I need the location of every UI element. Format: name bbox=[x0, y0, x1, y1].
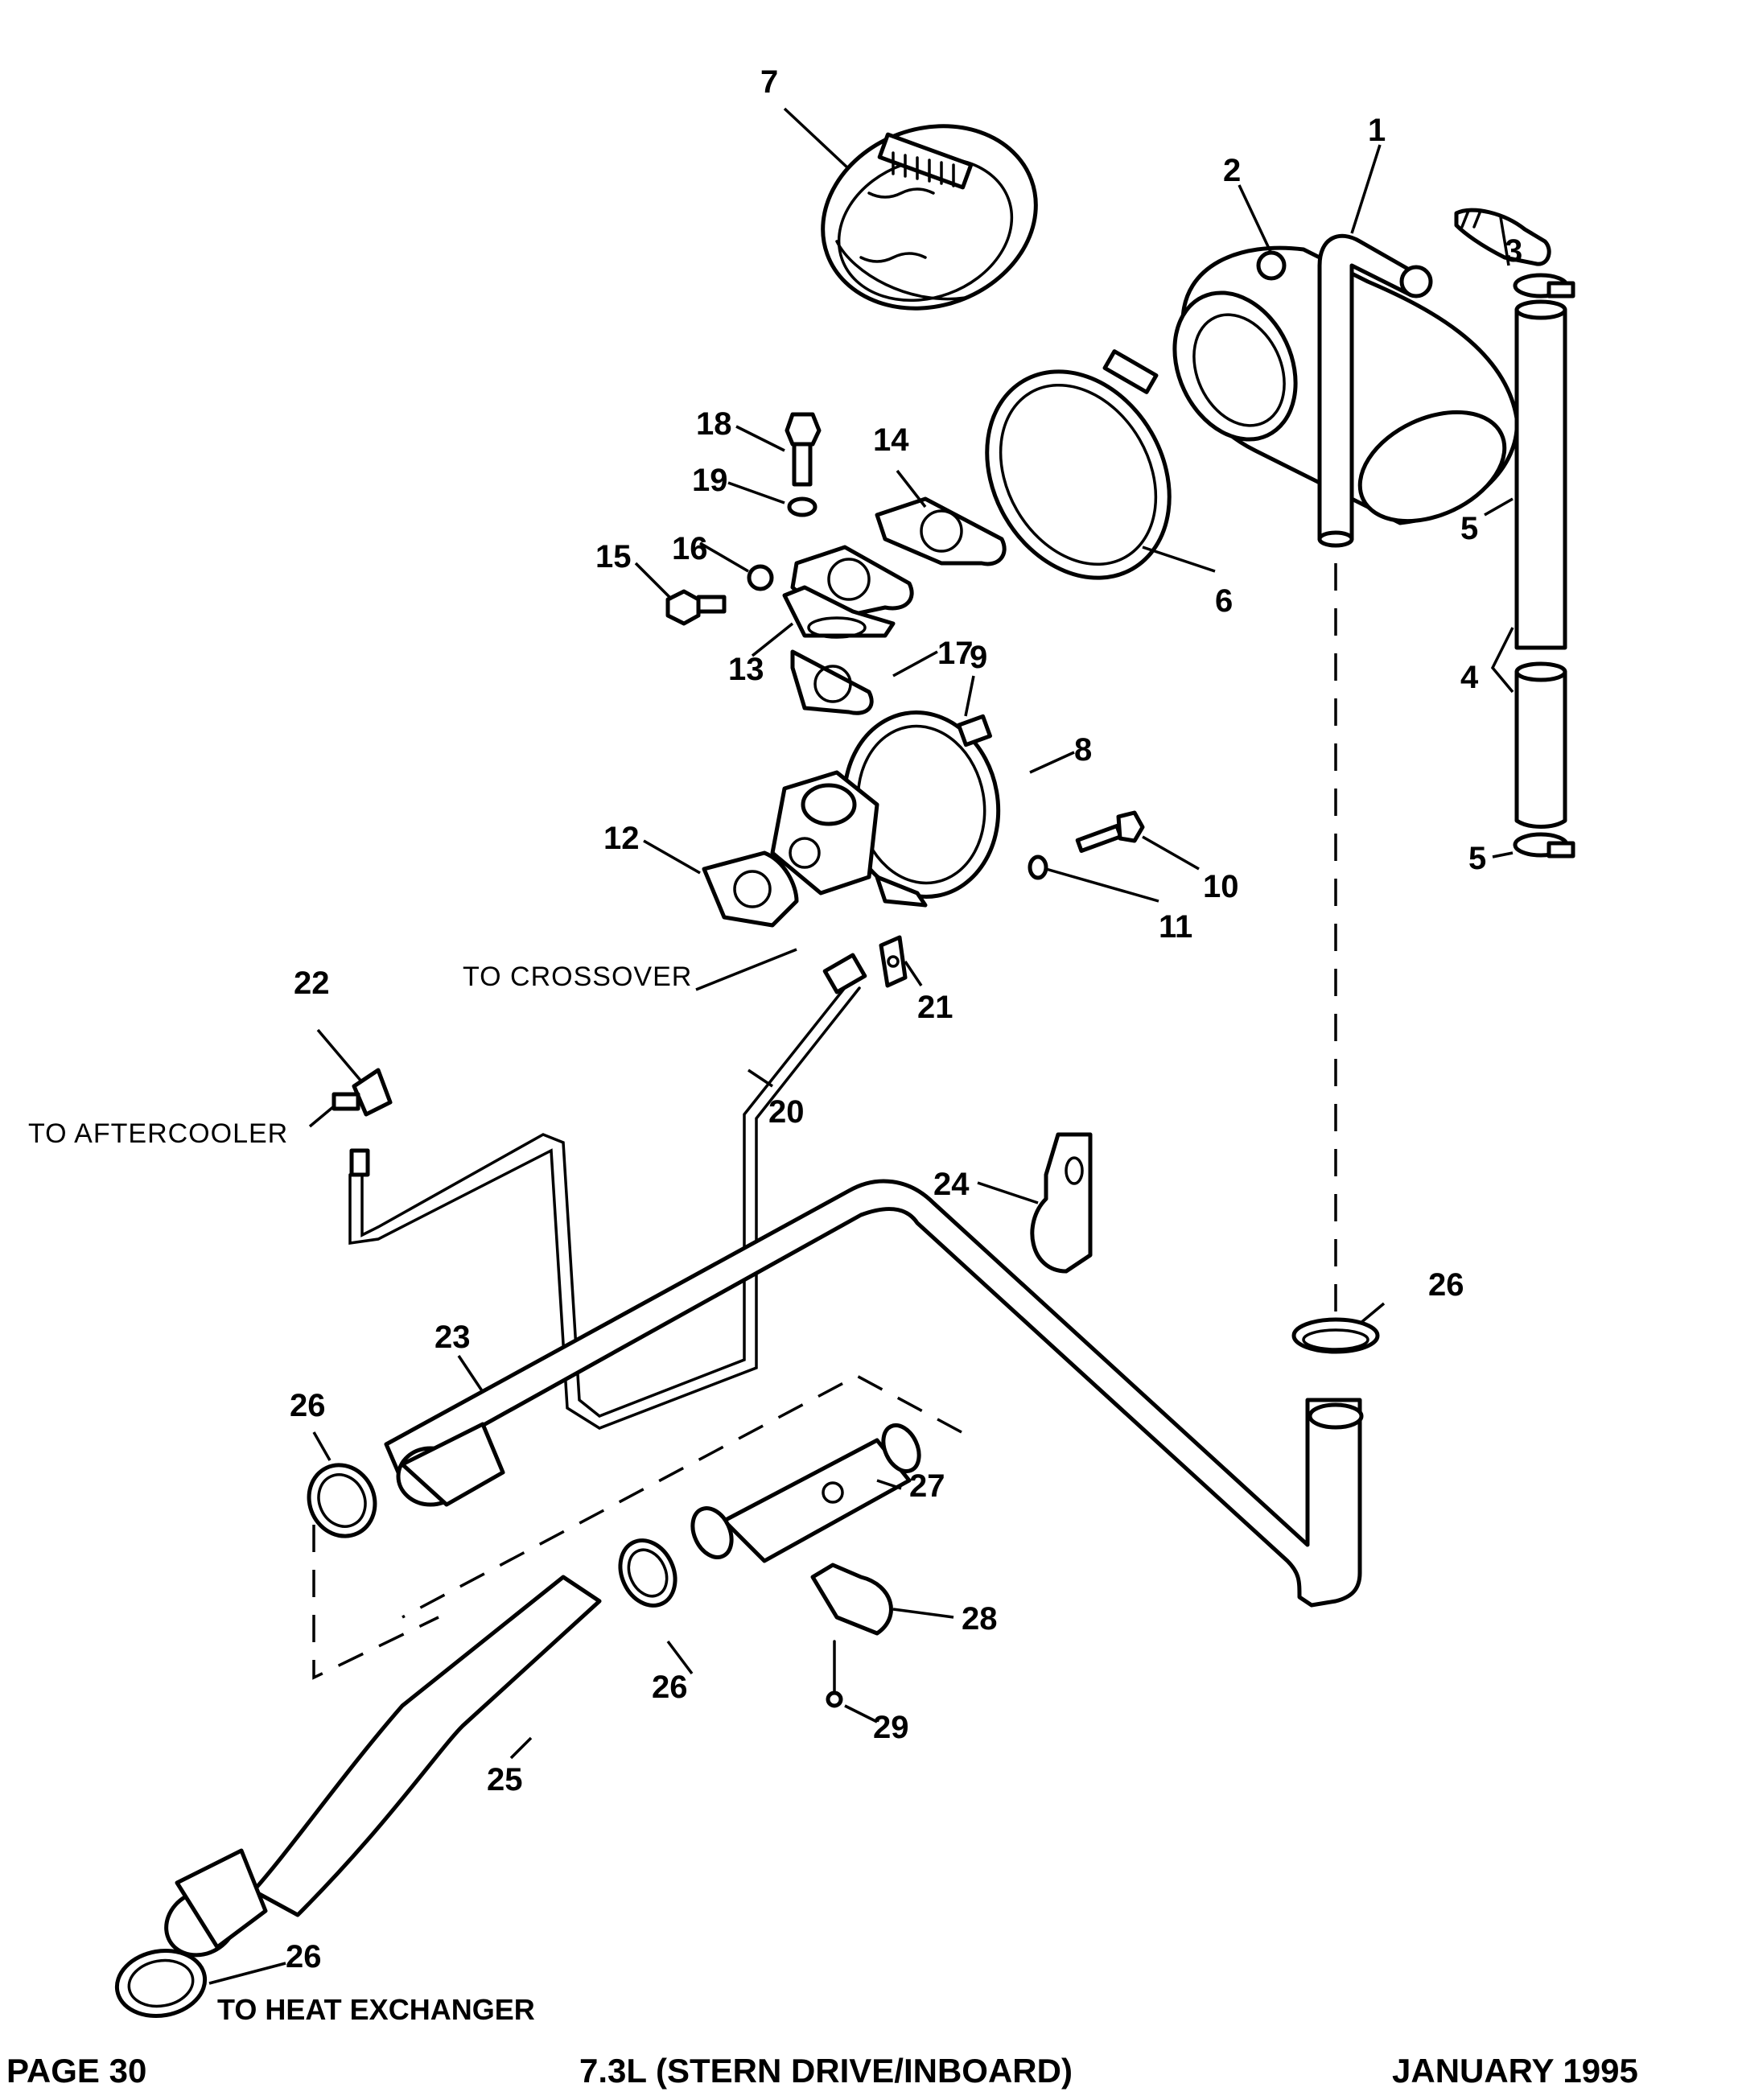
callout-5-upper: 5 bbox=[1460, 511, 1478, 546]
part-6-v-band-clamp bbox=[985, 349, 1172, 580]
callout-13: 13 bbox=[728, 652, 764, 687]
page-footer: PAGE 30 7.3L (STERN DRIVE/INBOARD) JANUA… bbox=[0, 2052, 1738, 2100]
note-to-crossover: TO CROSSOVER bbox=[463, 961, 692, 992]
part-18-bolt bbox=[785, 412, 822, 487]
part-26-clamp-b bbox=[618, 1538, 677, 1608]
part-17-gasket bbox=[790, 649, 874, 715]
callout-28: 28 bbox=[962, 1601, 998, 1637]
callout-17: 17 bbox=[937, 636, 974, 671]
callout-20: 20 bbox=[768, 1094, 805, 1130]
part-22-elbow-fitting bbox=[332, 1068, 393, 1177]
part-23-hose bbox=[384, 1179, 1364, 1608]
callout-11: 11 bbox=[1159, 909, 1192, 945]
part-8-turbocharger bbox=[770, 710, 1001, 908]
part-25-hose bbox=[164, 1575, 602, 1958]
callout-2: 2 bbox=[1223, 153, 1241, 188]
callout-29: 29 bbox=[873, 1710, 909, 1745]
callout-26-left: 26 bbox=[290, 1388, 326, 1423]
part-16-washer bbox=[747, 564, 774, 591]
part-28-clamp bbox=[810, 1563, 893, 1636]
callout-6: 6 bbox=[1215, 583, 1233, 619]
part-5-hose-clamp-lower bbox=[1513, 832, 1575, 859]
part-26-clamp-c bbox=[1291, 1317, 1380, 1354]
part-26-clamp-d bbox=[114, 1948, 208, 2019]
note-to-aftercooler: TO AFTERCOOLER bbox=[28, 1118, 288, 1149]
part-24-clip bbox=[1030, 1132, 1093, 1274]
part-15-fitting bbox=[665, 589, 727, 626]
callout-23: 23 bbox=[434, 1320, 471, 1355]
note-to-heat-exchanger: TO HEAT EXCHANGER bbox=[217, 1993, 535, 2026]
part-4-hoses bbox=[1514, 299, 1567, 829]
part-29-screw bbox=[826, 1640, 843, 1708]
part-1-water-tube bbox=[1317, 233, 1433, 548]
part-21-fitting bbox=[879, 935, 908, 988]
callout-1: 1 bbox=[1368, 113, 1386, 148]
callout-26-bottom: 26 bbox=[286, 1939, 322, 1974]
callout-19: 19 bbox=[692, 463, 728, 498]
callout-27: 27 bbox=[909, 1468, 945, 1504]
callout-12: 12 bbox=[603, 821, 640, 856]
part-13-wastegate-flange bbox=[782, 545, 914, 639]
callout-3: 3 bbox=[1505, 233, 1522, 269]
footer-date: JANUARY 1995 bbox=[1392, 2052, 1638, 2090]
part-26-clamp-a bbox=[307, 1463, 377, 1538]
footer-page-number: PAGE 30 bbox=[6, 2052, 147, 2090]
callout-5-lower: 5 bbox=[1468, 841, 1486, 876]
callout-16: 16 bbox=[672, 531, 708, 566]
part-20-tube bbox=[348, 953, 867, 1430]
part-19-washer bbox=[787, 496, 818, 517]
footer-model: 7.3L (STERN DRIVE/INBOARD) bbox=[579, 2052, 1073, 2090]
callout-10: 10 bbox=[1203, 869, 1239, 904]
callout-9: 9 bbox=[970, 640, 987, 675]
alignment-lines bbox=[312, 563, 1337, 1680]
part-27-thermostat-housing bbox=[690, 1423, 921, 1563]
part-10-bolt bbox=[1075, 810, 1145, 853]
part-11-washer bbox=[1028, 854, 1048, 880]
callout-15: 15 bbox=[595, 539, 632, 574]
callout-26-right: 26 bbox=[1428, 1267, 1464, 1303]
part-5-hose-clamp-upper bbox=[1513, 273, 1575, 299]
callout-labels: 1 2 3 4 5 5 6 7 8 9 10 11 12 13 14 15 16… bbox=[286, 64, 1522, 1974]
callout-7: 7 bbox=[760, 64, 778, 100]
callout-26-middle: 26 bbox=[652, 1670, 688, 1705]
part-9-plug bbox=[957, 714, 992, 747]
callout-25: 25 bbox=[487, 1762, 523, 1797]
callout-14: 14 bbox=[873, 422, 909, 458]
callout-18: 18 bbox=[696, 406, 732, 442]
callout-22: 22 bbox=[294, 966, 330, 1001]
callout-24: 24 bbox=[933, 1167, 970, 1202]
part-7-clamp-band bbox=[821, 124, 1038, 311]
callout-21: 21 bbox=[917, 990, 953, 1025]
part-14-gasket bbox=[875, 496, 1007, 566]
callout-4: 4 bbox=[1460, 660, 1479, 695]
leader-lines bbox=[208, 107, 1514, 1985]
part-12-gasket bbox=[702, 850, 799, 928]
callout-8: 8 bbox=[1074, 732, 1092, 768]
